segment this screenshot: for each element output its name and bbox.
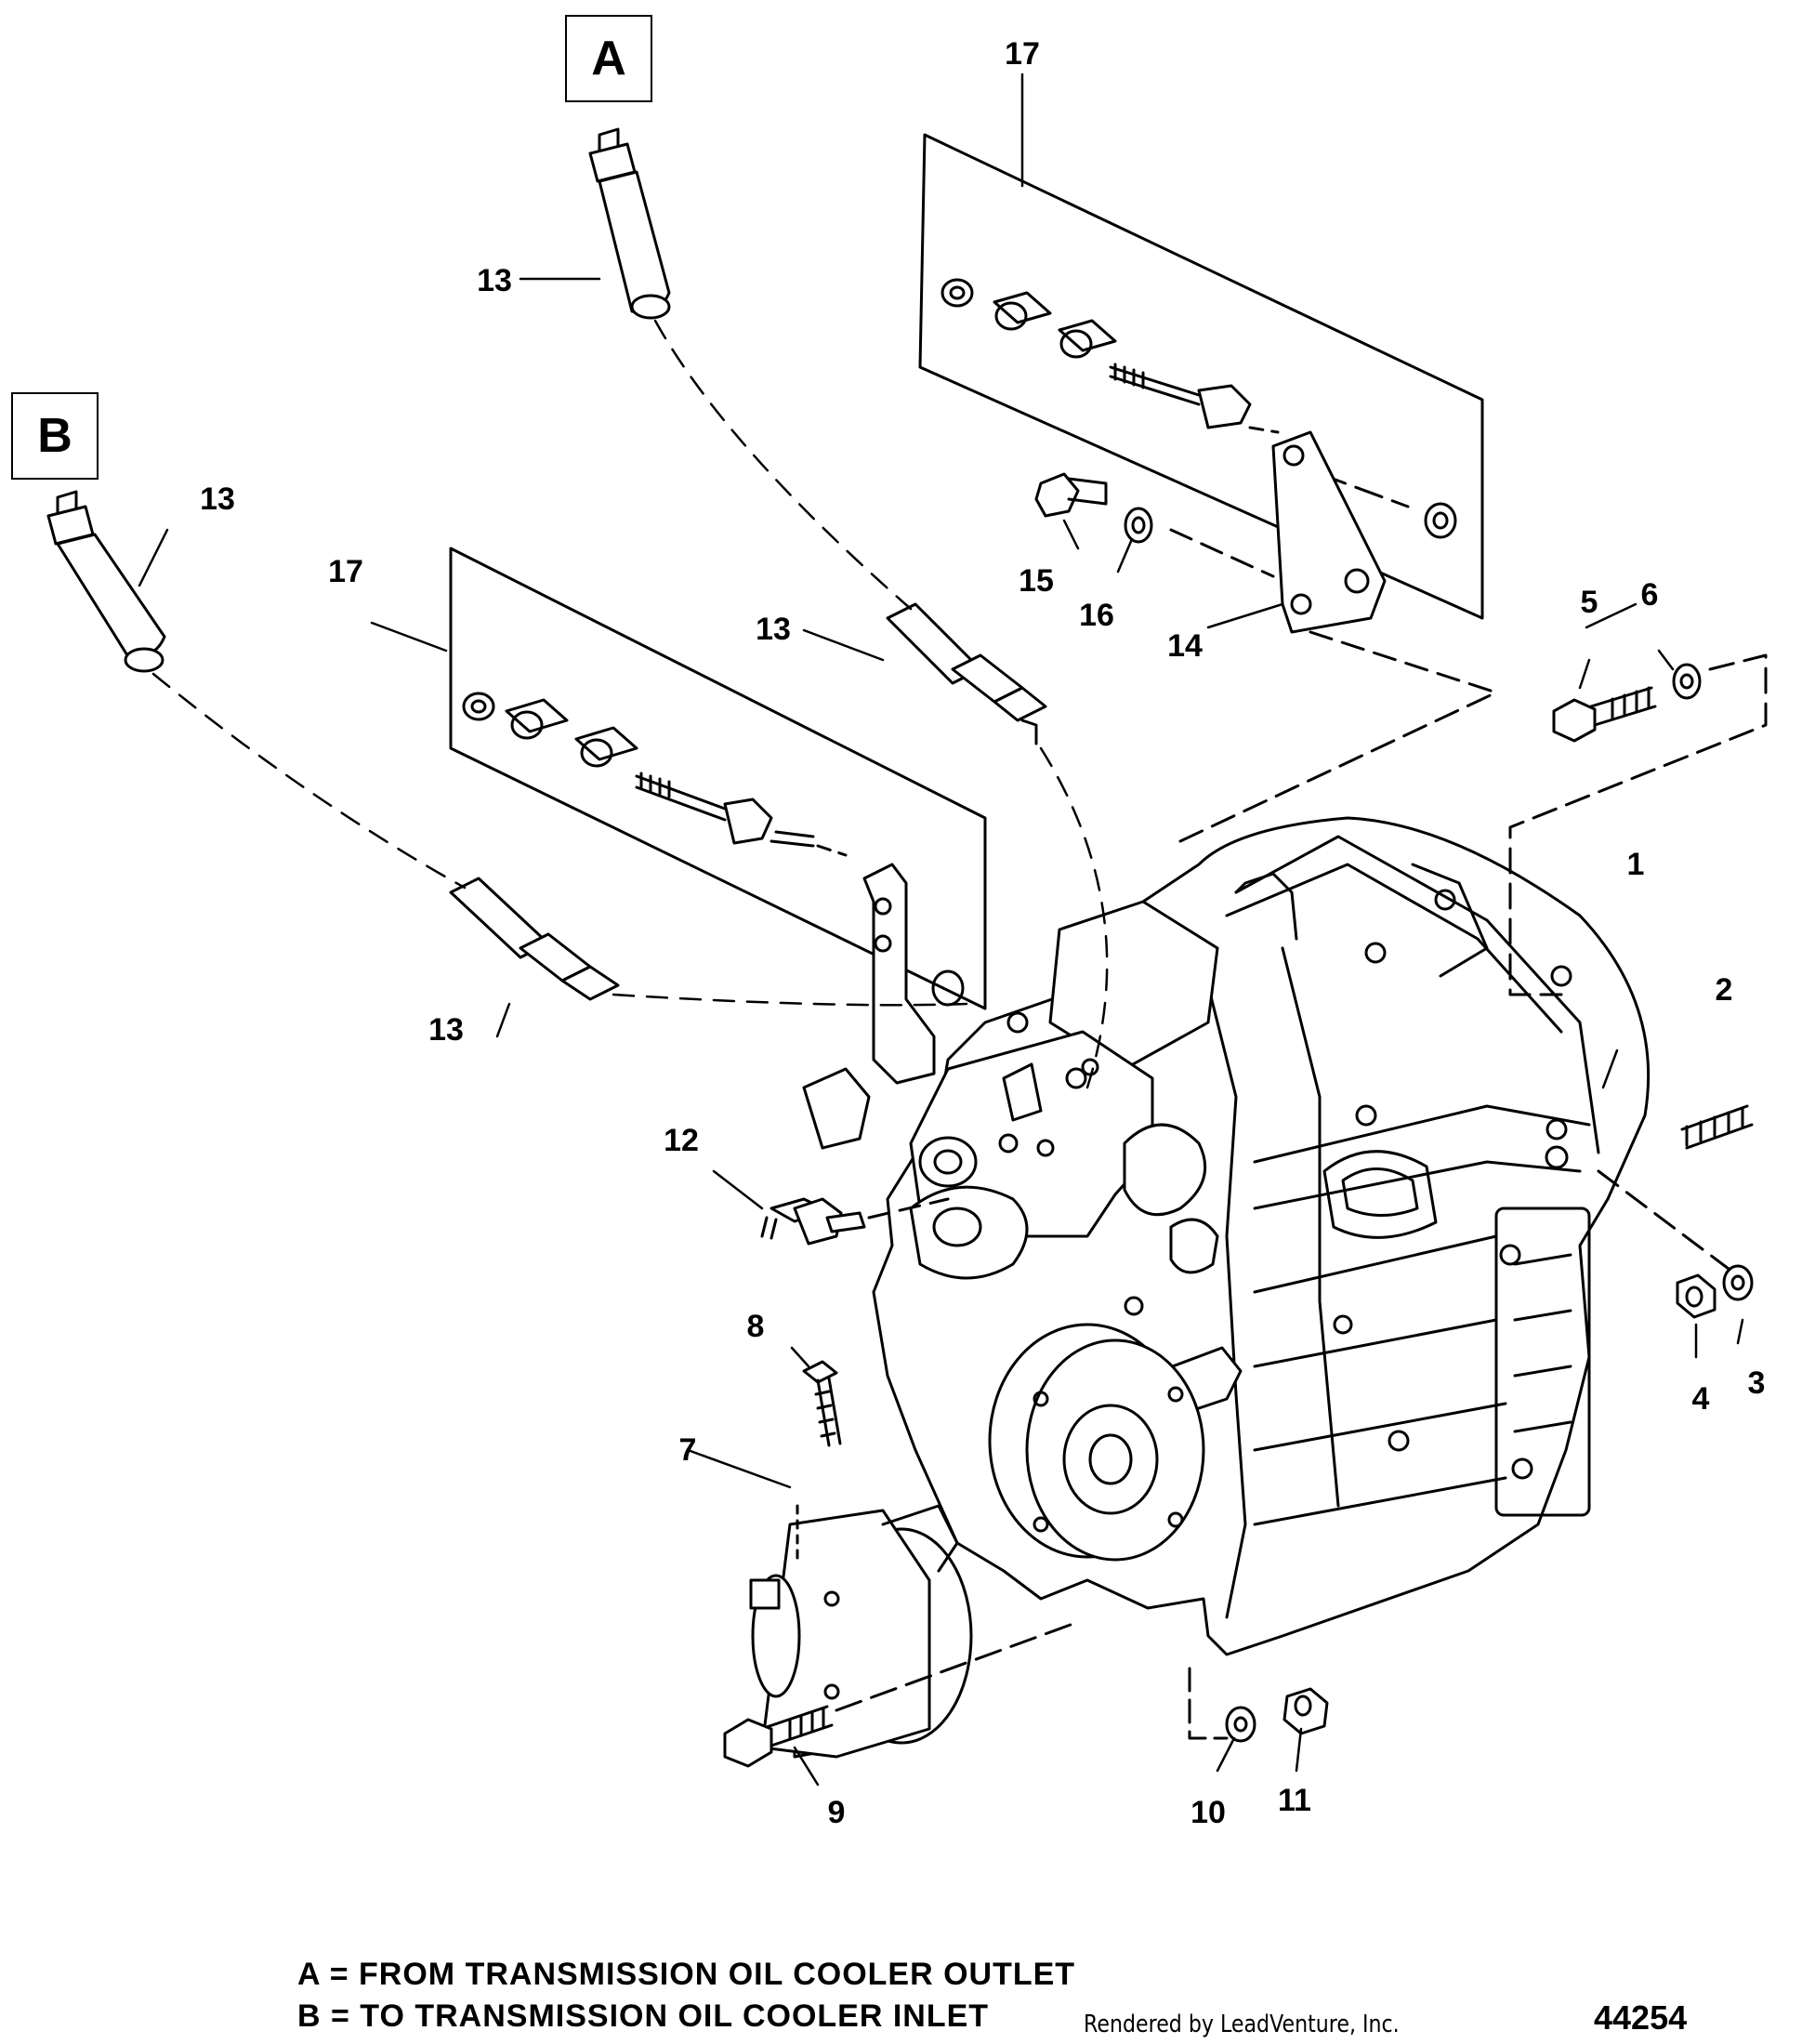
washer-6 <box>1672 663 1702 700</box>
callout-10: 10 <box>1190 1795 1226 1830</box>
shift-bracket <box>802 863 936 1150</box>
callout-15: 15 <box>1019 563 1054 599</box>
label-box-b: B <box>11 392 99 480</box>
transmission-housing <box>872 816 1651 1656</box>
bolt-9 <box>723 1705 834 1768</box>
fitting-c <box>886 602 1047 745</box>
callout-6: 6 <box>1640 577 1659 613</box>
set-screw-8 <box>802 1360 842 1447</box>
callout-13-c: 13 <box>756 612 791 647</box>
washer-10 <box>1225 1706 1256 1743</box>
callout-17-upper: 17 <box>1005 36 1040 72</box>
spacer-sleeve <box>993 291 1117 359</box>
callout-13-b: 13 <box>200 481 235 517</box>
washer-16 <box>1124 507 1153 544</box>
output-flange <box>988 1323 1205 1562</box>
stud-2 <box>1680 1104 1754 1150</box>
callout-4: 4 <box>1691 1381 1710 1417</box>
callout-1: 1 <box>1626 847 1645 882</box>
fitting-b <box>46 490 166 673</box>
fitting-a <box>588 127 671 320</box>
label-box-a: A <box>565 15 652 102</box>
kit-panel-lower <box>449 547 987 1010</box>
washer-3 <box>1722 1264 1754 1301</box>
mount-bolt <box>1109 363 1252 429</box>
render-credit: Rendered by LeadVenture, Inc. <box>1084 2011 1400 2038</box>
drive-coupling-7 <box>749 1504 973 1759</box>
fitting-d <box>449 877 620 1001</box>
callout-14: 14 <box>1167 628 1203 664</box>
leader-lines <box>138 73 1744 1787</box>
callout-8: 8 <box>746 1309 765 1344</box>
callout-13-d: 13 <box>428 1012 464 1048</box>
drawing-number: 44254 <box>1594 1998 1688 2037</box>
callout-9: 9 <box>827 1795 846 1830</box>
callout-13-a: 13 <box>477 263 512 298</box>
callout-7: 7 <box>678 1432 697 1468</box>
callout-17-lower: 17 <box>328 554 363 589</box>
nut-11 <box>1282 1687 1329 1735</box>
nut-4 <box>1676 1273 1717 1319</box>
legend-line-b: B = TO TRANSMISSION OIL COOLER INLET <box>297 1998 990 2034</box>
callout-16: 16 <box>1079 598 1114 633</box>
sender-12 <box>760 1197 866 1246</box>
callout-5: 5 <box>1580 585 1598 620</box>
callout-11: 11 <box>1278 1783 1311 1818</box>
callout-12: 12 <box>664 1123 699 1158</box>
callout-3: 3 <box>1747 1365 1766 1401</box>
legend-line-a: A = FROM TRANSMISSION OIL COOLER OUTLET <box>297 1957 1076 1992</box>
kit-panel-upper <box>918 133 1484 620</box>
bolt-5 <box>1552 686 1657 743</box>
bolt-15 <box>1034 472 1108 518</box>
callout-2: 2 <box>1715 972 1733 1008</box>
